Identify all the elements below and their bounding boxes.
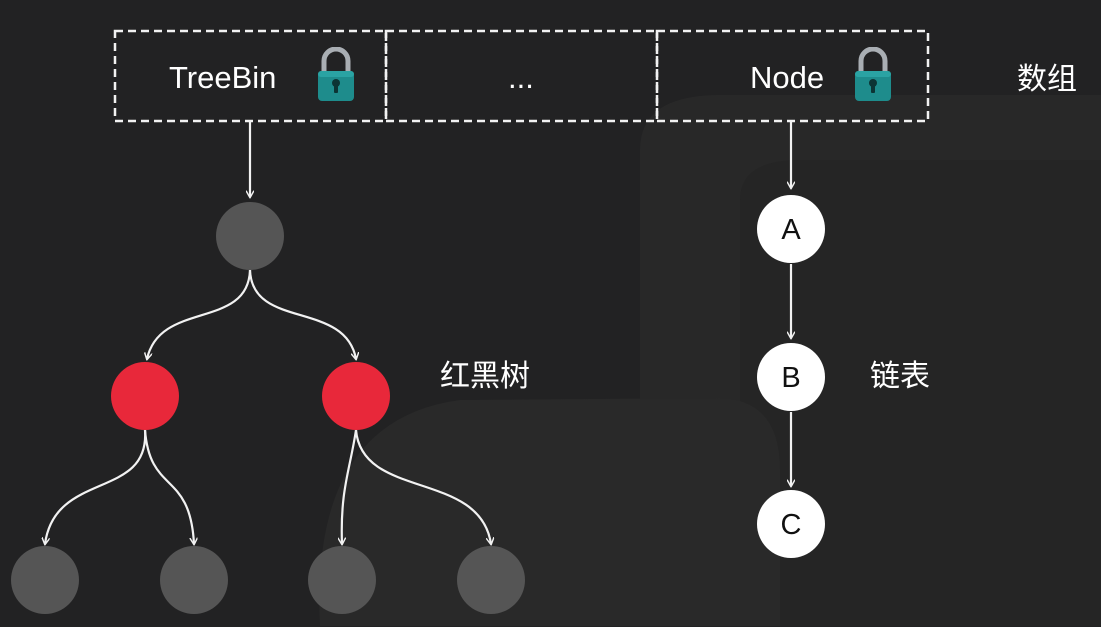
lock-icon bbox=[855, 49, 891, 101]
list-node-c-label: C bbox=[781, 509, 802, 541]
array-cell-treebin-label: TreeBin bbox=[169, 60, 276, 95]
tree-edge bbox=[147, 269, 252, 359]
tree-edge bbox=[342, 429, 358, 544]
list-node-c bbox=[757, 490, 825, 558]
tree-red-node bbox=[322, 362, 390, 430]
array-cell-node bbox=[655, 29, 930, 123]
background-swirl bbox=[319, 95, 1101, 626]
array-label: 数组 bbox=[1017, 62, 1077, 97]
lock-icon bbox=[318, 49, 354, 101]
linked-list: A B C 链表 bbox=[757, 122, 930, 558]
red-black-tree: 红黑树 bbox=[11, 122, 530, 614]
array-row: TreeBin ... Node 数组 bbox=[113, 29, 1077, 123]
tree-leaf-node bbox=[308, 546, 376, 614]
tree-root-node bbox=[216, 202, 284, 270]
list-node-b bbox=[757, 343, 825, 411]
tree-leaf-node bbox=[11, 546, 79, 614]
tree-edge bbox=[354, 429, 491, 544]
list-node-b-label: B bbox=[781, 362, 800, 394]
array-cell-ellipsis-label: ... bbox=[508, 60, 534, 95]
array-cell-node-label: Node bbox=[750, 60, 824, 95]
tree-edge bbox=[143, 429, 194, 544]
tree-label: 红黑树 bbox=[440, 359, 530, 394]
tree-leaf-node bbox=[160, 546, 228, 614]
tree-edge bbox=[45, 429, 147, 544]
tree-edge bbox=[248, 269, 356, 359]
tree-red-node bbox=[111, 362, 179, 430]
tree-leaf-node bbox=[457, 546, 525, 614]
list-node-a bbox=[757, 195, 825, 263]
list-node-a-label: A bbox=[781, 214, 801, 246]
list-label: 链表 bbox=[870, 359, 930, 394]
